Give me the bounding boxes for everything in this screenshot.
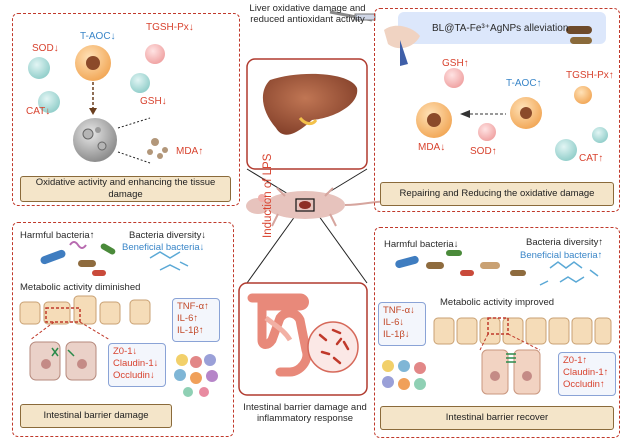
- beneficial-up: Beneficial bacteria↑: [520, 250, 603, 261]
- tight-junction-icon: [51, 347, 75, 357]
- zo1-down: Z0-1↓: [113, 346, 138, 357]
- beneficial-bacteria-icon: [149, 251, 189, 271]
- caption-oxidative-repair: Repairing and Reducing the oxidative dam…: [380, 182, 614, 206]
- occludin-up: Occludin↑: [563, 379, 605, 390]
- cell-pink-icon: [145, 44, 165, 64]
- syringe-icon: [329, 10, 376, 22]
- sod-label: SOD↓: [32, 43, 59, 54]
- metabolic-diminished: Metabolic activity diminished: [20, 282, 141, 293]
- cytokine-box-recover: TNF-α↓ IL-6↓ IL-1β↓: [378, 302, 426, 346]
- cytokine-beads-icon: [174, 354, 218, 397]
- il6-down: IL-6↓: [383, 317, 405, 328]
- caption-barrier-damage: Intestinal barrier damage: [20, 404, 172, 428]
- taoc-up-label: T-AOC↑: [506, 78, 542, 89]
- tight-junction-recover-icon: [506, 353, 516, 363]
- tgsh-label: TGSH-Px↓: [146, 22, 194, 33]
- junction-box-damage: Z0-1↓ Claudin-1↓ Occludin↓: [108, 343, 166, 387]
- cat-label: CAT↓: [26, 106, 51, 117]
- panel-oxidative-repair: [329, 10, 608, 161]
- gsh-up-label: GSH↑: [442, 58, 469, 69]
- gsh-label: GSH↓: [140, 96, 167, 107]
- tnf-down: TNF-α↓: [383, 305, 415, 316]
- beneficial-down: Beneficial bacteria↓: [122, 242, 205, 253]
- panel-bottom-right-frame: [374, 227, 620, 438]
- bacteria-cluster-icon: [40, 241, 116, 276]
- il1b-down: IL-1β↓: [383, 329, 410, 340]
- cytokine-beads-recover-icon: [382, 360, 426, 390]
- liver-title: Liver oxidative damage and reduced antio…: [249, 3, 366, 25]
- mda-down-label: MDA↓: [418, 142, 446, 153]
- cell-orange-repair-icon: [416, 102, 452, 138]
- claudin-up: Claudin-1↑: [563, 367, 609, 378]
- taoc-label: T-AOC↓: [80, 31, 116, 42]
- cell-orange-large-icon: [75, 45, 111, 81]
- intestine-title: Intestinal barrier damage and inflammato…: [243, 402, 367, 424]
- il6-up: IL-6↑: [177, 313, 199, 324]
- liver-icon: [262, 73, 358, 135]
- cytokine-box-damage: TNF-α↑ IL-6↑ IL-1β↑: [172, 298, 220, 342]
- metabolic-improved: Metabolic activity improved: [440, 297, 555, 308]
- intestine-icon: [247, 293, 312, 377]
- treatment-banner-bg: [398, 12, 606, 44]
- tgsh-up-label: TGSH-Px↑: [566, 70, 614, 81]
- villi-recover-icon: [433, 317, 612, 345]
- caption-barrier-recover: Intestinal barrier recover: [380, 406, 614, 430]
- mda-label: MDA↑: [176, 146, 204, 157]
- il1b-up: IL-1β↑: [177, 325, 204, 336]
- hand-icon: [384, 25, 420, 49]
- claudin-down: Claudin-1↓: [113, 358, 159, 369]
- gallbladder-icon: [298, 116, 318, 126]
- diversity-up: Bacteria diversity↑: [526, 237, 604, 248]
- caption-oxidative-damage: Oxidative activity and enhancing the tis…: [20, 176, 231, 202]
- zo1-up: Z0-1↑: [563, 355, 588, 366]
- cell-orange-right-icon: [510, 97, 542, 129]
- cat-up-label: CAT↑: [579, 153, 604, 164]
- panel-oxidative-damage: [28, 44, 168, 164]
- panel-bottom-left-frame: [12, 222, 234, 437]
- bacillus-icon: [566, 26, 592, 44]
- treatment-banner: BL@TA-Fe³⁺AgNPs alleviation: [432, 23, 569, 34]
- panel-top-left-frame: [12, 13, 240, 206]
- harmful-bacteria-down: Harmful bacteria↓: [384, 239, 459, 250]
- occludin-down: Occludin↓: [113, 370, 155, 381]
- panel-barrier-recover: [382, 250, 612, 395]
- damaged-cell-icon: [73, 118, 117, 162]
- panel-barrier-damage: [19, 241, 218, 397]
- bacteria-cluster-recover-icon: [395, 250, 526, 276]
- tnf-up: TNF-α↑: [177, 301, 209, 312]
- junction-box-recover: Z0-1↑ Claudin-1↑ Occludin↑: [558, 352, 616, 396]
- mouse-icon: [246, 187, 396, 227]
- sod-up-label: SOD↑: [470, 146, 497, 157]
- harmful-bacteria-up: Harmful bacteria↑: [20, 230, 95, 241]
- mda-particles-icon: [147, 138, 168, 159]
- beneficial-bacteria-recover-icon: [539, 261, 599, 286]
- diversity-down: Bacteria diversity↓: [129, 230, 207, 241]
- induction-label: Induction of LPS: [262, 153, 274, 238]
- cell-teal-icon: [28, 57, 50, 79]
- panel-top-right-frame: [374, 8, 620, 212]
